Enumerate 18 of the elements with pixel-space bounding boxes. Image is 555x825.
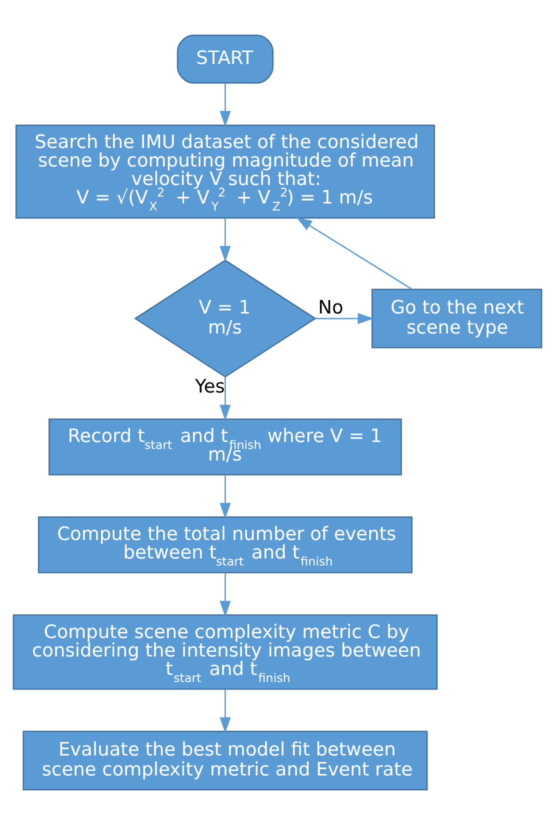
arrow: [220, 83, 231, 127]
arrow: [315, 312, 374, 324]
arrow: [220, 474, 231, 519]
arrow: [220, 218, 231, 262]
node-box: Compute scene complexity metric C by considering the intensity images between t$_{start}$ and t$_{finish}$: [12, 614, 438, 690]
edge-label: Yes: [195, 376, 225, 398]
node-box: Go to the next scene type: [371, 288, 542, 348]
edge-label: No: [318, 298, 344, 318]
node-box: Record t$_{start}$ and t$_{finish}$ where V = 1 m/s: [48, 418, 402, 476]
arrow: [220, 573, 231, 617]
arrow: [220, 376, 231, 421]
node-box: Search the IMU dataset of the considered scene by computing magnitude of mean velocity V such that: V = √(V$_{X}$$^{2}$ + V$_{Y}$$^{2}$ + V$_{Z}$$^{2}$) = 1 m/s: [15, 124, 435, 219]
node-box: Compute the total number of events between t$_{start}$ and t$_{finish}$: [38, 516, 412, 574]
node-box: START: [176, 34, 274, 84]
node-box: Evaluate the best model fit between scene complexity metric and Event rate: [22, 730, 428, 790]
arrow: [296, 217, 412, 290]
node-diamond: V = 1 m/s: [134, 260, 316, 378]
arrow: [220, 689, 231, 734]
